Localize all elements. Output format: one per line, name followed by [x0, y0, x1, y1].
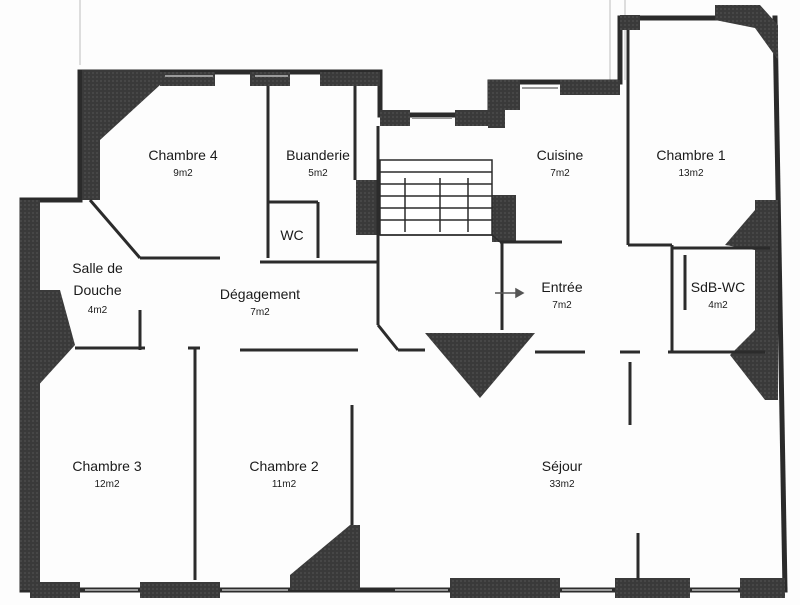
- staircase: [379, 159, 501, 243]
- room-name: Séjour: [541, 458, 583, 474]
- room-area: 7m2: [552, 299, 572, 311]
- background-lines: [79, 0, 626, 80]
- room-area: 4m2: [87, 305, 108, 316]
- room-area: 5m2: [308, 167, 328, 179]
- room-area: 9m2: [173, 167, 193, 179]
- room-name: Chambre 3: [72, 458, 142, 474]
- room-area: 7m2: [550, 167, 570, 179]
- room-area: 4m2: [708, 299, 728, 311]
- room-sejour: Séjour 33m2: [512, 458, 612, 491]
- room-area: 13m2: [678, 167, 704, 179]
- room-area: 33m2: [549, 478, 575, 490]
- room-name: WC: [280, 227, 304, 243]
- room-name: SdB-WC: [690, 279, 746, 295]
- room-area: 11m2: [271, 478, 297, 490]
- room-salle-de-douche: Salle de Douche 4m2: [60, 257, 135, 317]
- room-name: Entrée: [541, 279, 583, 295]
- room-buanderie: Buanderie 5m2: [268, 147, 368, 180]
- room-cuisine: Cuisine 7m2: [510, 147, 610, 180]
- interior-walls: [75, 30, 770, 580]
- room-wc: WC: [272, 227, 312, 248]
- windows: [85, 75, 738, 591]
- room-name: Dégagement: [219, 286, 301, 302]
- room-name: Salle de Douche: [72, 260, 123, 298]
- room-area: 12m2: [94, 478, 120, 490]
- room-sdb-wc: SdB-WC 4m2: [683, 279, 753, 312]
- room-chambre-4: Chambre 4 9m2: [133, 147, 233, 180]
- room-entree: Entrée 7m2: [512, 279, 612, 312]
- entry-arrow: [495, 287, 525, 299]
- room-chambre-1: Chambre 1 13m2: [636, 147, 746, 180]
- room-name: Cuisine: [536, 147, 584, 163]
- room-chambre-2: Chambre 2 11m2: [234, 458, 334, 491]
- room-chambre-3: Chambre 3 12m2: [57, 458, 157, 491]
- wall-masses: [20, 5, 785, 598]
- room-area: 7m2: [250, 306, 270, 318]
- room-name: Chambre 1: [656, 147, 726, 163]
- room-name: Buanderie: [286, 147, 350, 163]
- room-name: Chambre 2: [249, 458, 319, 474]
- room-name: Chambre 4: [148, 147, 218, 163]
- room-degagement: Dégagement 7m2: [200, 286, 320, 319]
